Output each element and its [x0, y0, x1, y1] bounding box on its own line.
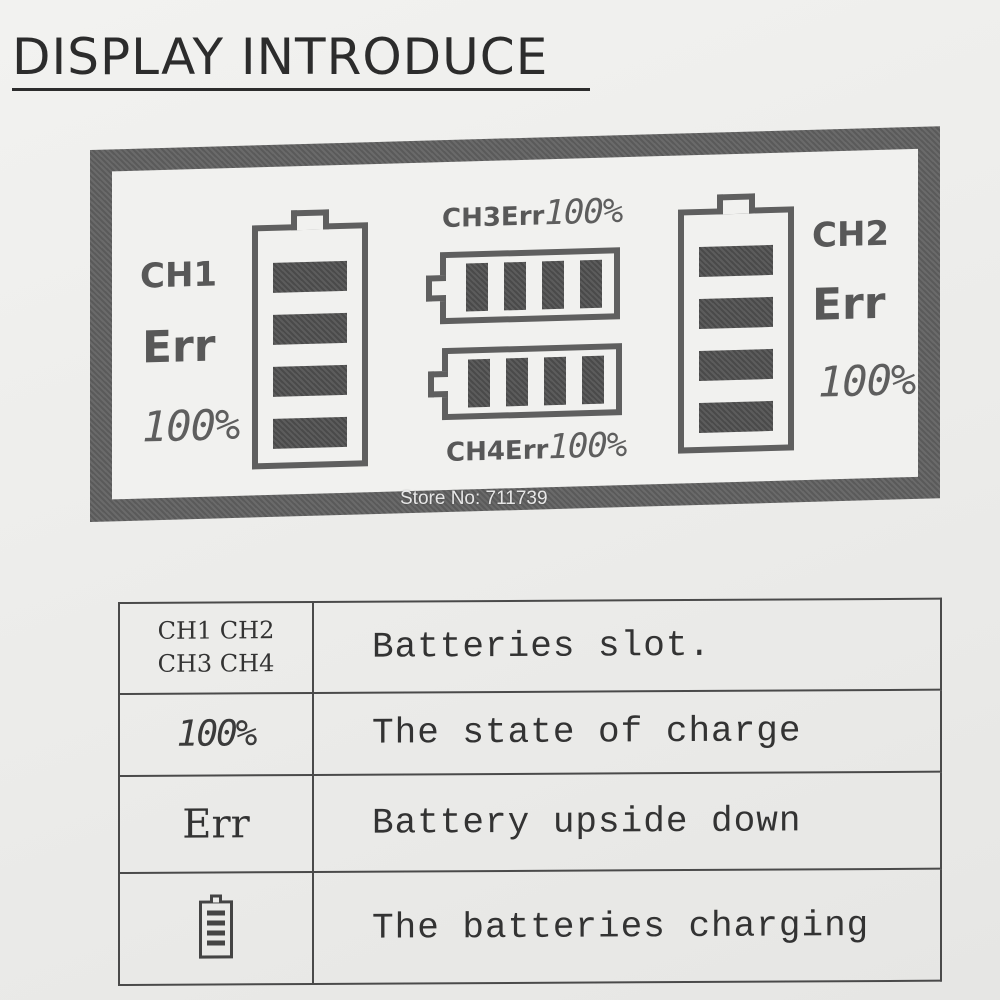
ch1-level-bar	[272, 364, 348, 397]
ch2-level-bar	[698, 296, 774, 329]
page-title: DISPLAY INTRODUCE	[12, 28, 549, 86]
title-underline	[12, 88, 590, 91]
legend-table: CH1 CH2 CH3 CH4 Batteries slot. 100% The…	[118, 598, 942, 986]
ch3-level-bar	[504, 261, 526, 311]
ch4-level-bar	[468, 358, 490, 408]
symbol-percent: 100%	[176, 713, 256, 756]
description-cell: The state of charge	[313, 689, 941, 776]
ch3-level-bar	[580, 259, 602, 309]
description-cell: Batteries slot.	[313, 598, 941, 693]
ch4-percent: 100%	[548, 425, 627, 468]
ch2-level-bar	[698, 244, 774, 277]
ch2-percent: 100%	[818, 354, 916, 407]
ch4-level-bar	[582, 355, 604, 405]
table-row: 100% The state of charge	[119, 689, 941, 777]
ch4-err-label: CH4Err	[446, 435, 549, 469]
symbol-cell: CH1 CH2 CH3 CH4	[119, 601, 313, 694]
ch3-battery-icon	[426, 247, 620, 325]
ch2-level-bar	[698, 400, 774, 433]
battery-charging-icon	[199, 894, 233, 959]
symbol-channels-line2: CH3 CH4	[157, 649, 275, 679]
table-row: CH1 CH2 CH3 CH4 Batteries slot.	[119, 598, 941, 694]
ch4-battery-icon	[428, 343, 622, 421]
lcd-screen: CH1 Err 100% CH3Err100%	[112, 148, 918, 500]
ch1-percent: 100%	[142, 399, 240, 452]
ch4-label: CH4Err100%	[446, 425, 626, 470]
ch4-level-bar	[506, 357, 528, 407]
ch1-battery-icon	[252, 208, 368, 470]
symbol-cell	[119, 872, 313, 985]
ch2-label: CH2	[812, 213, 890, 256]
ch3-err-label: CH3Err	[442, 201, 545, 235]
lcd-display: CH1 Err 100% CH3Err100%	[90, 126, 940, 522]
symbol-err: Err	[182, 800, 250, 848]
ch3-level-bar	[542, 260, 564, 310]
description-cell: Battery upside down	[313, 771, 941, 873]
symbol-cell: 100%	[119, 692, 313, 777]
table-row: The batteries charging	[119, 868, 941, 985]
ch1-level-bar	[272, 312, 348, 345]
ch2-err: Err	[812, 277, 886, 331]
ch3-level-bar	[466, 262, 488, 312]
ch1-label: CH1	[140, 254, 218, 297]
ch4-level-bar	[544, 356, 566, 406]
ch1-err: Err	[142, 320, 216, 374]
ch3-label: CH3Err100%	[442, 191, 622, 236]
symbol-channels-line1: CH1 CH2	[157, 616, 275, 646]
ch1-level-bar	[272, 260, 348, 293]
store-watermark: Store No: 711739	[400, 488, 548, 509]
ch2-battery-icon	[678, 192, 794, 454]
table-row: Err Battery upside down	[119, 771, 941, 874]
ch1-level-bar	[272, 416, 348, 449]
symbol-cell: Err	[119, 775, 313, 874]
description-cell: The batteries charging	[313, 868, 941, 984]
ch2-level-bar	[698, 348, 774, 381]
ch3-percent: 100%	[544, 191, 623, 234]
